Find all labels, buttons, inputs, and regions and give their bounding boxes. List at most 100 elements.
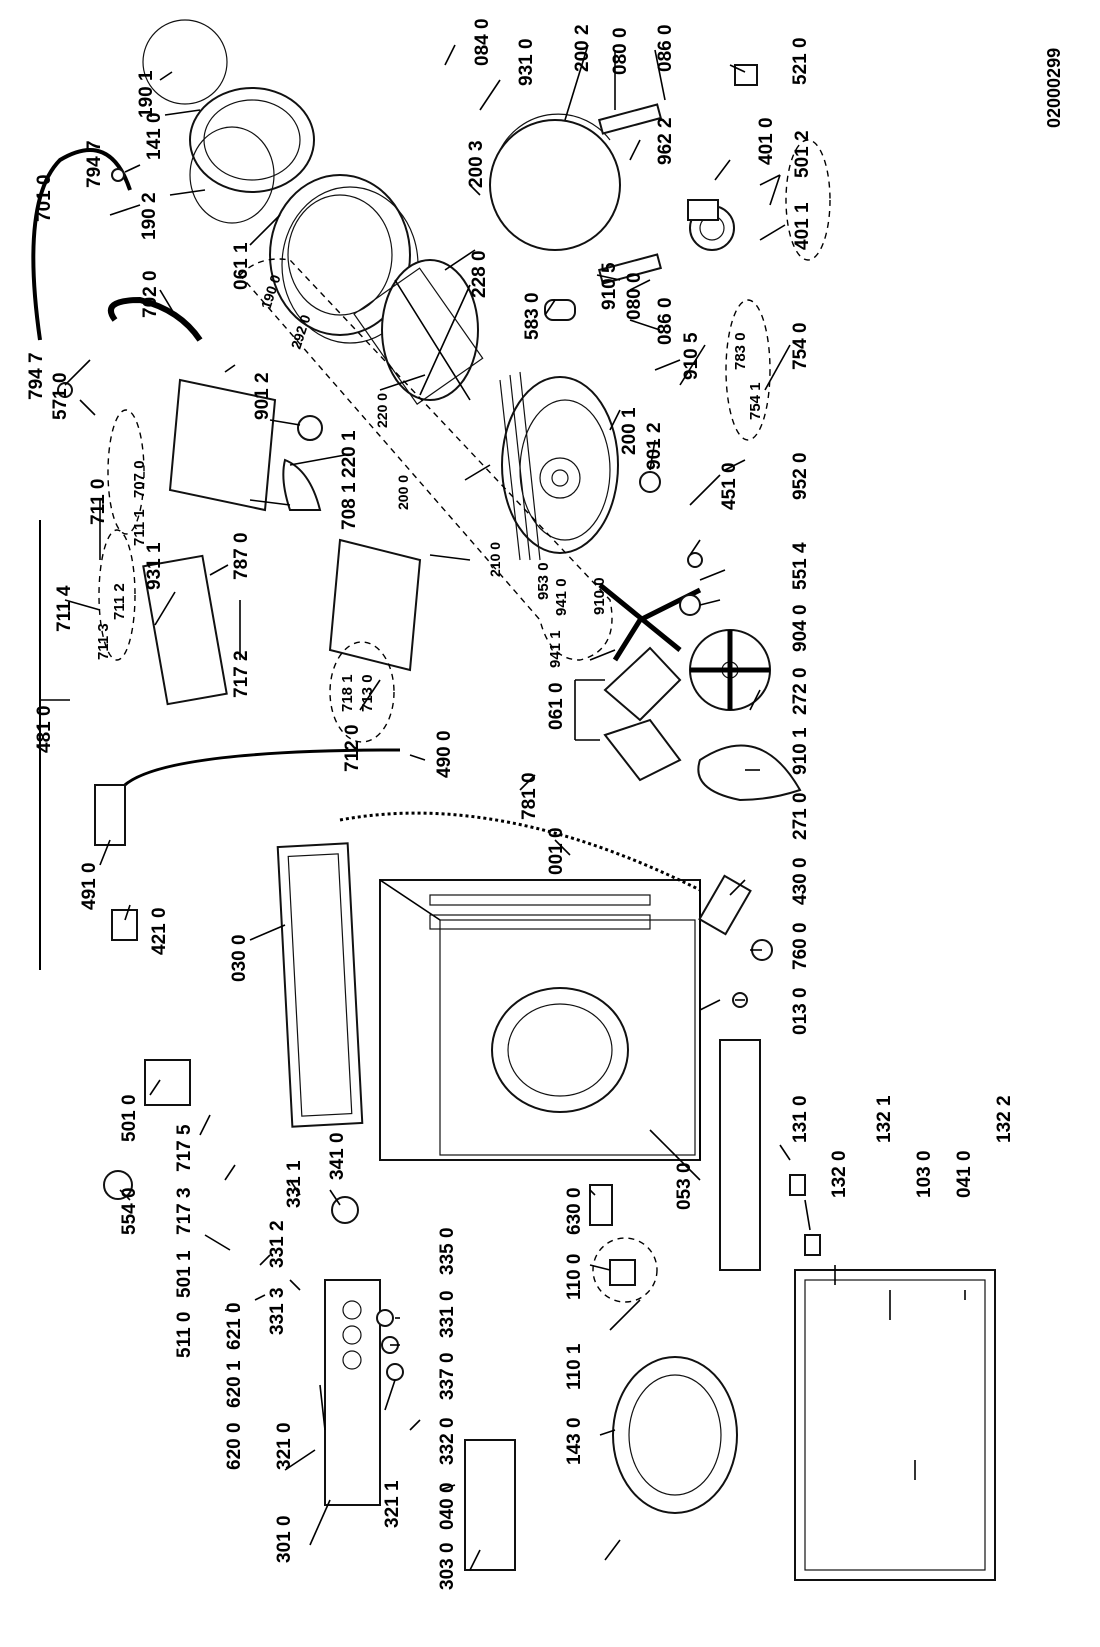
- part-labels: 190 1 141 0 794 7 701 0 190 2 061 1 190 …: [26, 18, 1015, 1590]
- label-061-0: 061 0: [546, 682, 567, 730]
- label-501-0: 501 0: [119, 1094, 140, 1142]
- label-620-1: 620 1: [224, 1360, 245, 1408]
- label-451-0: 451 0: [719, 462, 740, 510]
- label-190-2: 190 2: [139, 192, 160, 240]
- label-220-1: 220 1: [339, 430, 360, 478]
- leader-lines: [40, 44, 966, 1571]
- module-board-drawing: [142, 554, 228, 706]
- worktop-drawing: [276, 842, 364, 1128]
- label-707-0: 707 0: [131, 460, 148, 498]
- label-621-0: 621 0: [224, 1302, 245, 1350]
- dispenser-drawing: [168, 378, 277, 512]
- label-331-2: 331 2: [267, 1220, 288, 1268]
- label-583-0: 583 0: [522, 292, 543, 340]
- label-331-1: 331 1: [284, 1160, 305, 1208]
- door-drawing: [612, 1356, 738, 1514]
- label-143-0: 143 0: [564, 1417, 585, 1465]
- label-754-1: 754 1: [747, 382, 764, 420]
- label-430-0: 430 0: [790, 857, 811, 905]
- label-711-4: 711 4: [54, 585, 75, 632]
- label-200-2: 200 2: [572, 24, 593, 72]
- counterweight-drawing-1: [603, 646, 682, 722]
- label-910-5-mid: 910 5: [681, 332, 702, 380]
- belt-drawing: [697, 744, 802, 802]
- door-seal-drawing: [189, 87, 315, 193]
- label-190-1: 190 1: [136, 70, 157, 118]
- label-701-0: 701 0: [34, 174, 55, 222]
- label-084-0: 084 0: [472, 18, 493, 66]
- label-754-0: 754 0: [790, 322, 811, 370]
- label-787-0: 787 0: [231, 532, 252, 580]
- label-717-5: 717 5: [174, 1124, 195, 1172]
- label-941-0: 941 0: [553, 578, 570, 616]
- dashed-groupings: [98, 139, 831, 1303]
- label-962-2: 962 2: [655, 117, 676, 165]
- label-228-0: 228 0: [469, 250, 490, 298]
- label-086-0-mid: 086 0: [655, 297, 676, 345]
- label-551-4: 551 4: [790, 542, 811, 590]
- label-421-0: 421 0: [149, 907, 170, 955]
- label-931-0: 931 0: [516, 38, 537, 86]
- cabinet-drawing: [379, 879, 701, 1161]
- label-200-1: 200 1: [619, 407, 640, 455]
- label-711-3: 711 3: [95, 623, 112, 660]
- label-571-0: 571 0: [50, 372, 71, 420]
- label-760-0: 760 0: [790, 922, 811, 970]
- label-953-0: 953 0: [535, 562, 552, 600]
- label-200-3: 200 3: [466, 140, 487, 188]
- label-711-1: 711 1: [131, 509, 148, 546]
- label-910-0: 910 0: [591, 577, 608, 615]
- hose-drawing: [107, 296, 203, 342]
- label-711-0: 711 0: [88, 479, 109, 526]
- label-718-1: 718 1: [339, 674, 356, 712]
- label-272-0: 272 0: [790, 667, 811, 715]
- label-110-0: 110 0: [564, 1254, 585, 1301]
- dispenser-tray-drawing: [328, 538, 422, 672]
- label-132-2: 132 2: [994, 1095, 1015, 1143]
- label-040-0: 040 0: [437, 1482, 458, 1530]
- counterweight-drawing-2: [603, 718, 682, 782]
- tub-rear-drawing: [499, 371, 619, 561]
- label-061-1: 061 1: [231, 242, 252, 290]
- label-717-3: 717 3: [174, 1187, 195, 1235]
- label-332-0: 332 0: [437, 1417, 458, 1465]
- label-717-2: 717 2: [231, 650, 252, 698]
- label-401-1: 401 1: [792, 202, 813, 250]
- label-210-0: 210 0: [487, 542, 503, 577]
- label-794-7-top: 794 7: [84, 140, 105, 188]
- label-501-1: 501 1: [174, 1250, 195, 1298]
- label-711-2: 711 2: [111, 583, 128, 620]
- kick-panel-drawing: [719, 1039, 761, 1271]
- label-713-0: 713 0: [359, 674, 376, 712]
- label-511-0: 511 0: [174, 1312, 195, 1359]
- label-335-0: 335 0: [437, 1227, 458, 1275]
- drum-drawing: [353, 259, 484, 405]
- label-620-0: 620 0: [224, 1422, 245, 1470]
- label-554-0: 554 0: [119, 1187, 140, 1235]
- label-904-0: 904 0: [790, 604, 811, 652]
- label-131-0: 131 0: [790, 1095, 811, 1143]
- label-783-0: 783 0: [732, 332, 749, 370]
- label-481-0: 481 0: [34, 705, 55, 753]
- label-271-0: 271 0: [790, 792, 811, 840]
- wiring-block-drawing: [94, 784, 126, 846]
- document-number: 02000299: [1044, 48, 1064, 128]
- label-321-0: 321 0: [274, 1422, 295, 1470]
- label-490-0: 490 0: [434, 730, 455, 778]
- drawer-drawing: [464, 1439, 516, 1571]
- label-901-2-left: 901 2: [252, 372, 273, 420]
- label-702-0: 702 0: [140, 270, 161, 318]
- sump-hose-drawing: [282, 458, 322, 511]
- label-630-0: 630 0: [564, 1187, 585, 1235]
- power-cord-drawing: [118, 748, 401, 791]
- tub-front-drawing: [269, 174, 411, 336]
- label-708-1: 708 1: [339, 482, 360, 530]
- label-952-0: 952 0: [790, 452, 811, 500]
- door-glass-drawing: [142, 19, 228, 105]
- label-110-1: 110 1: [564, 1343, 585, 1390]
- front-panel-drawing: [794, 1269, 996, 1581]
- label-712-0: 712 0: [342, 724, 363, 772]
- control-panel-drawing: [324, 1279, 381, 1506]
- label-331-3: 331 3: [267, 1287, 288, 1335]
- label-521-0: 521 0: [790, 37, 811, 85]
